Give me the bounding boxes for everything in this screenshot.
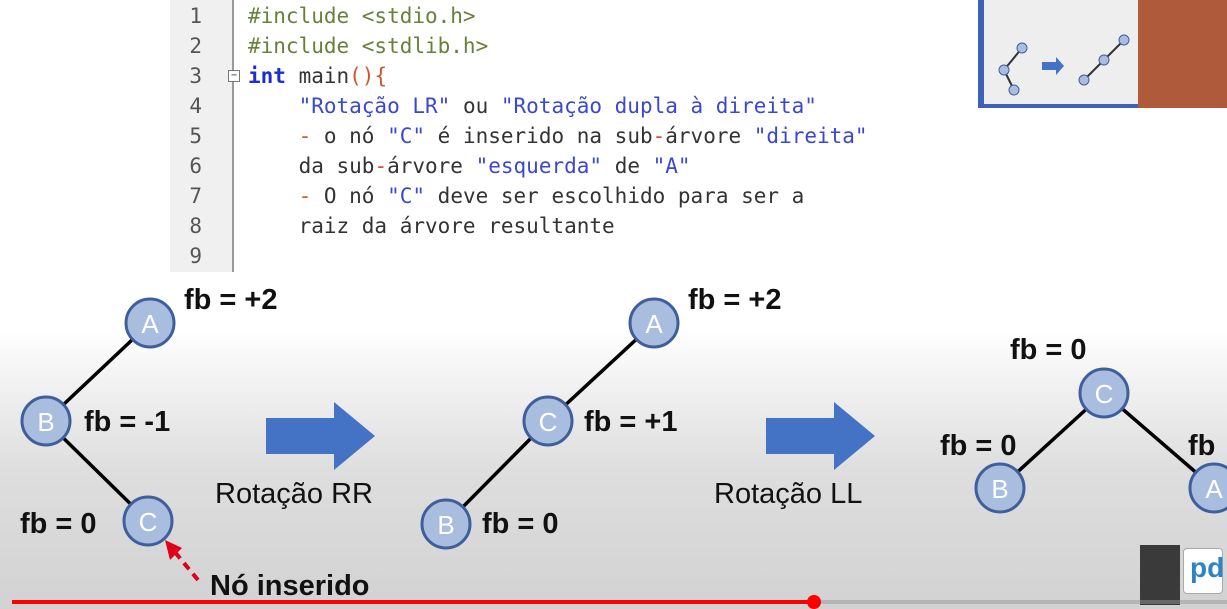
code-token: "C"	[387, 124, 426, 148]
line-number: 7	[189, 184, 202, 208]
line-number: 8	[189, 214, 202, 238]
code-line[interactable]: da sub-árvore "esquerda" de "A"	[248, 154, 691, 178]
line-number: 5	[189, 124, 202, 148]
tree2-node-b: B	[420, 498, 472, 550]
code-token: "esquerda"	[475, 154, 603, 178]
tree3-node-b: B	[974, 462, 1026, 514]
code-token: O nó	[311, 184, 388, 208]
code-token: int	[248, 64, 286, 88]
line-number: 3	[189, 64, 202, 88]
svg-text:A: A	[1205, 474, 1223, 504]
fold-toggle-icon[interactable]: −	[228, 70, 240, 82]
code-token: ou	[450, 94, 501, 118]
tree3-node-c: C	[1078, 367, 1130, 419]
code-token: árvore	[387, 154, 476, 178]
code-token: "A"	[652, 154, 691, 178]
tree1-node-a: A	[124, 297, 176, 349]
code-token: deve ser escolhido para ser a	[425, 184, 805, 208]
code-token: (){	[349, 64, 388, 88]
line-number: 4	[189, 94, 202, 118]
tree3-node-a: A	[1188, 462, 1227, 514]
video-progress-scrubber[interactable]	[807, 595, 821, 609]
inserted-node-arrow	[172, 549, 200, 582]
code-token: #include <stdlib.h>	[248, 34, 489, 58]
code-token: -	[652, 124, 666, 148]
tree1-node-b: B	[20, 395, 72, 447]
code-token: "C"	[387, 184, 426, 208]
tree1-fb-b: fb = -1	[84, 406, 171, 438]
video-progress-fill	[12, 600, 814, 604]
svg-text:A: A	[141, 309, 159, 339]
fold-guide	[233, 90, 234, 270]
tree3-fb-b: fb = 0	[940, 430, 1017, 462]
tree2-fb-c: fb = +1	[584, 406, 678, 438]
rotation-ll-caption: Rotação LL	[714, 478, 863, 510]
rotation-rr-caption: Rotação RR	[215, 478, 373, 510]
webcam-overlay	[978, 0, 1227, 108]
svg-text:A: A	[645, 309, 663, 339]
tree2-fb-a: fb = +2	[688, 284, 782, 316]
line-number: 2	[189, 34, 202, 58]
code-line[interactable]: int main(){	[248, 64, 387, 88]
code-line[interactable]: #include <stdio.h>	[248, 4, 476, 28]
code-token: -	[374, 154, 388, 178]
code-line[interactable]: "Rotação LR" ou "Rotação dupla à direita…	[248, 94, 817, 118]
code-token: raiz da árvore resultante	[248, 214, 615, 238]
code-token: de	[602, 154, 653, 178]
code-token: -	[298, 184, 312, 208]
inserted-node-arrowhead	[165, 540, 182, 560]
code-line[interactable]: - O nó "C" deve ser escolhido para ser a	[248, 184, 805, 208]
svg-text:C: C	[539, 407, 558, 437]
code-token: o nó	[311, 124, 388, 148]
code-token: "Rotação LR"	[298, 94, 451, 118]
svg-text:B: B	[437, 510, 454, 540]
presenter-video	[1138, 0, 1227, 108]
line-number: 9	[189, 244, 202, 268]
line-number: 1	[189, 4, 202, 28]
tree1-fb-a: fb = +2	[184, 284, 278, 316]
code-line[interactable]: #include <stdlib.h>	[248, 34, 488, 58]
line-number: 6	[189, 154, 202, 178]
svg-text:C: C	[139, 507, 158, 537]
code-token: "direita"	[753, 124, 868, 148]
code-editor[interactable]: − 1 2 3 4 5 6 7 8 9 #include <stdio.h> #include <…	[170, 0, 970, 272]
channel-logo-badge	[1183, 548, 1223, 594]
svg-text:B: B	[37, 407, 54, 437]
rotation-arrow-ll	[766, 402, 875, 470]
tree2-node-c: C	[522, 395, 574, 447]
code-token: main	[285, 64, 350, 88]
code-token: #include <stdio.h>	[248, 4, 476, 28]
code-line[interactable]: - o nó "C" é inserido na sub-árvore "dir…	[248, 124, 868, 148]
tree1-node-c: C	[122, 495, 174, 547]
code-token: -	[298, 124, 312, 148]
tree3-fb-c: fb = 0	[1010, 334, 1087, 366]
code-token: é inserido na sub	[425, 124, 653, 148]
inserted-node-label: Nó inserido	[210, 570, 370, 602]
channel-logo-icon: pd	[1190, 552, 1225, 583]
rotation-arrow-rr	[266, 402, 375, 470]
svg-text:C: C	[1095, 379, 1114, 409]
tree3-fb-a: fb	[1188, 430, 1216, 462]
code-token: da sub	[248, 154, 375, 178]
code-token: árvore	[665, 124, 754, 148]
webcam-slide-diagram	[998, 34, 1130, 96]
code-token: "Rotação dupla à direita"	[500, 94, 817, 118]
tree2-node-a: A	[628, 297, 680, 349]
slide-corner-decoration	[1140, 545, 1180, 605]
tree1-fb-c: fb = 0	[20, 508, 97, 540]
tree2-fb-b: fb = 0	[482, 508, 559, 540]
code-line[interactable]: raiz da árvore resultante	[248, 214, 615, 238]
svg-text:B: B	[991, 474, 1008, 504]
